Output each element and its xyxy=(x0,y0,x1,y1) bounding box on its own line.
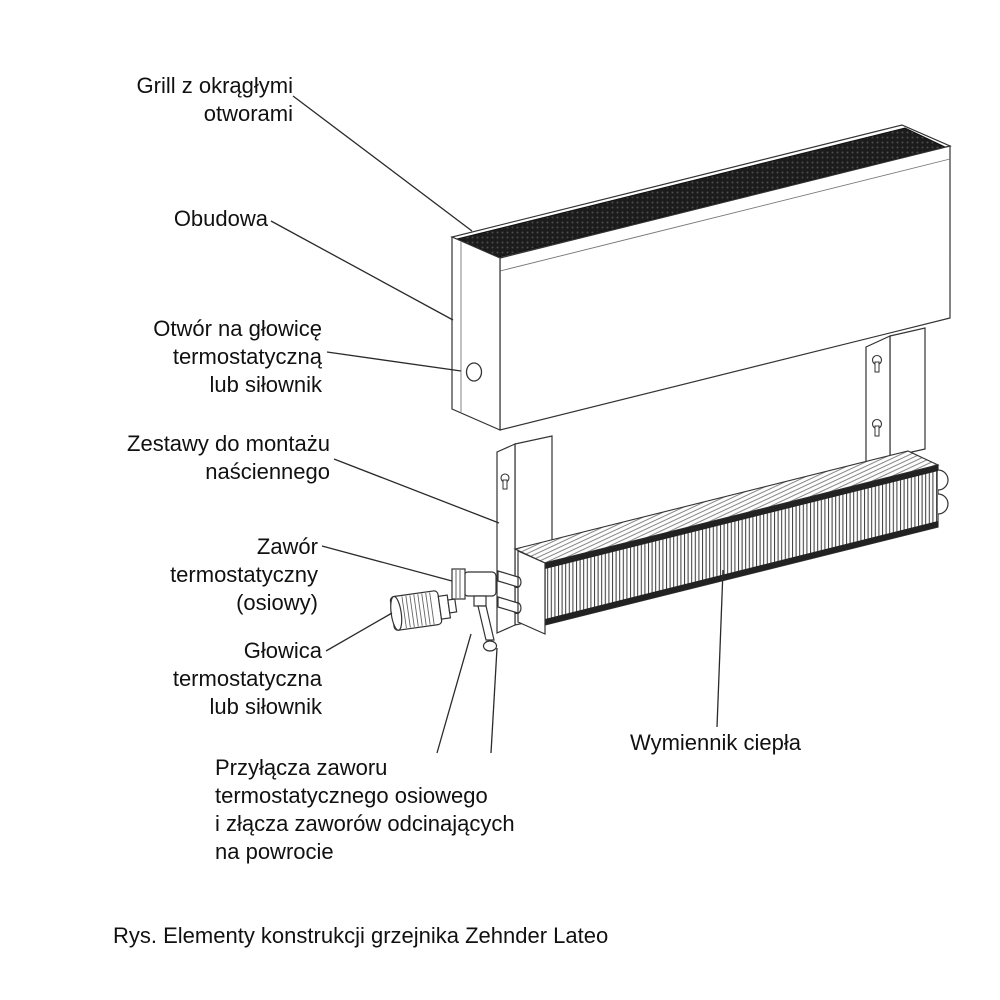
leader-glowica xyxy=(325,612,393,652)
housing-seam-line xyxy=(499,158,951,272)
keyhole-slot xyxy=(502,479,508,490)
valve-body xyxy=(463,571,497,597)
housing-end-cap xyxy=(451,236,501,431)
head-knurling xyxy=(401,592,435,629)
leader-wymiennik xyxy=(716,569,724,728)
head-stem xyxy=(447,598,458,614)
valve-connection-pipe xyxy=(497,570,519,588)
exchanger-header-plate xyxy=(517,550,546,635)
leader-lines xyxy=(270,95,724,754)
leader-otwor xyxy=(326,351,462,372)
leader-przylacza-2 xyxy=(490,647,498,754)
return-pipe xyxy=(477,605,495,641)
label-przylacza: Przyłącza zaworu termostatycznego osiowe… xyxy=(215,755,515,864)
housing xyxy=(450,124,952,431)
exchanger-bottom-edge xyxy=(545,521,938,625)
shutoff-valve-connector xyxy=(482,640,498,652)
label-wymiennik: Wymiennik ciepła xyxy=(630,730,801,755)
label-glowica: Głowica termostatyczna lub siłownik xyxy=(172,638,322,719)
thermostatic-valve xyxy=(451,568,519,652)
u-bend-pipe xyxy=(937,469,949,491)
valve-connection-pipe xyxy=(497,596,519,614)
leader-zestawy xyxy=(333,458,500,524)
exchanger-top-edge xyxy=(545,465,938,569)
leader-obudowa xyxy=(270,220,454,321)
label-zestawy: Zestawy do montażu naściennego xyxy=(127,431,330,484)
keyhole-slot xyxy=(874,361,880,373)
keyhole-slot xyxy=(874,425,880,437)
label-otwor: Otwór na głowicę termostatyczną lub siło… xyxy=(153,316,322,397)
label-zawor: Zawór termostatyczny (osiowy) xyxy=(170,534,318,615)
wall-bracket-right xyxy=(865,327,926,469)
thermostatic-head xyxy=(389,590,458,631)
valve-knurled-ring xyxy=(451,568,466,600)
heat-exchanger xyxy=(512,450,949,635)
label-obudowa: Obudowa xyxy=(173,206,268,231)
figure-caption: Rys. Elementy konstrukcji grzejnika Zehn… xyxy=(113,923,609,948)
label-grill: Grill z okrągłymi otworami xyxy=(136,73,293,126)
leader-grill xyxy=(292,95,473,232)
leader-przylacza-1 xyxy=(436,633,472,754)
thermostat-head-hole xyxy=(465,362,483,382)
leader-zawor xyxy=(321,545,453,582)
valve-lower-union xyxy=(473,595,487,607)
u-bend-pipe xyxy=(937,493,949,515)
